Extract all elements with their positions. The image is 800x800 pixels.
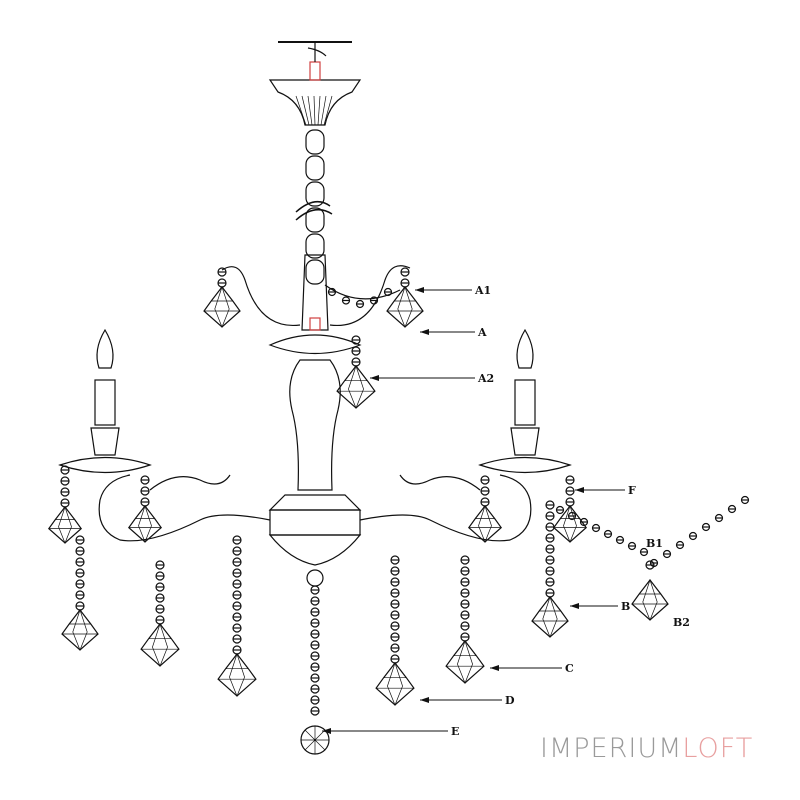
callout-arrow bbox=[575, 487, 584, 493]
crystal-facets bbox=[376, 661, 414, 706]
callout-label-c: C bbox=[565, 662, 574, 675]
scroll-right bbox=[399, 474, 481, 491]
crystal-facets bbox=[141, 622, 179, 667]
chain-link bbox=[305, 181, 325, 207]
canopy-rib bbox=[307, 95, 313, 126]
crystal-pendant bbox=[61, 609, 99, 651]
callout-label-b1: B1 bbox=[646, 537, 663, 550]
chain-break bbox=[295, 200, 333, 221]
column-top bbox=[301, 254, 329, 331]
crystal-facets bbox=[62, 608, 98, 651]
chain-link bbox=[305, 233, 325, 259]
canopy-rib bbox=[295, 95, 307, 126]
candle-bulb bbox=[516, 328, 534, 369]
callout-label-b2: B2 bbox=[673, 616, 690, 629]
crystal-pendant bbox=[631, 579, 669, 621]
canopy-hook bbox=[309, 61, 321, 81]
canopy-rib bbox=[320, 95, 327, 126]
column-mark bbox=[309, 317, 321, 331]
upper-garland bbox=[324, 284, 401, 300]
callout-label-a2: A2 bbox=[477, 372, 494, 385]
crystal-pendant bbox=[375, 662, 415, 706]
crystal-facets bbox=[218, 652, 256, 697]
canopy-rib bbox=[301, 95, 310, 126]
candle-sleeve bbox=[94, 379, 116, 426]
crystal-facets bbox=[468, 504, 502, 543]
crystal-pendant bbox=[203, 286, 241, 328]
crystal-facets bbox=[337, 364, 375, 409]
logo-part1: IMPERIUM bbox=[540, 733, 683, 764]
crystal-pendant bbox=[336, 365, 376, 409]
candle-cup bbox=[90, 427, 120, 456]
chain-link bbox=[305, 259, 325, 285]
bobeche bbox=[58, 456, 152, 474]
crystal-facets bbox=[532, 595, 568, 638]
callout-arrow bbox=[370, 375, 379, 381]
crystal-facets bbox=[48, 505, 82, 544]
hanging-wire bbox=[307, 42, 327, 62]
crystal-pendant bbox=[217, 653, 257, 697]
lower-arm-left bbox=[98, 474, 271, 542]
crystal-pendant bbox=[531, 596, 569, 638]
crystal-facets bbox=[204, 285, 240, 328]
chain-link bbox=[305, 129, 325, 155]
callout-arrow bbox=[490, 665, 499, 671]
upper-arm-right bbox=[329, 265, 411, 327]
central-bowl bbox=[268, 494, 362, 566]
callout-label-b: B bbox=[621, 600, 630, 613]
canopy-rib bbox=[317, 95, 321, 126]
crystal-pendant bbox=[445, 640, 485, 684]
callout-label-a: A bbox=[477, 326, 487, 339]
bobeche bbox=[478, 456, 572, 474]
scroll-left bbox=[149, 474, 231, 491]
chain-link bbox=[305, 207, 325, 233]
canopy-rib bbox=[323, 95, 333, 126]
callout-arrow bbox=[570, 603, 579, 609]
crystal-facets bbox=[128, 504, 162, 543]
finial bbox=[306, 569, 324, 587]
candle-cup bbox=[510, 427, 540, 456]
logo-part2: LOFT bbox=[682, 733, 754, 764]
imperiumloft-logo: IMPERIUMLOFT bbox=[540, 733, 753, 764]
candle-bulb bbox=[96, 328, 114, 369]
upper-bobeche bbox=[268, 334, 362, 355]
central-body bbox=[269, 509, 361, 536]
ceiling-canopy bbox=[268, 79, 362, 126]
ball-facets bbox=[301, 726, 329, 754]
canopy-rib bbox=[313, 95, 316, 126]
callout-arrow bbox=[322, 728, 331, 734]
callout-arrow bbox=[420, 697, 429, 703]
lower-arm-right bbox=[359, 474, 532, 542]
upper-arm-left bbox=[221, 266, 301, 327]
callout-label-d: D bbox=[505, 694, 515, 707]
callout-arrow bbox=[420, 329, 429, 335]
crystal-facets bbox=[632, 578, 668, 621]
central-vase bbox=[289, 359, 341, 491]
callout-label-f: F bbox=[628, 484, 636, 497]
callout-arrow bbox=[415, 287, 424, 293]
candle-sleeve bbox=[514, 379, 536, 426]
chain-link bbox=[305, 155, 325, 181]
callout-label-e: E bbox=[451, 725, 459, 738]
callout-label-a1: A1 bbox=[474, 284, 491, 297]
crystal-pendant bbox=[140, 623, 180, 667]
crystal-facets bbox=[387, 285, 423, 328]
crystal-facets bbox=[446, 639, 484, 684]
